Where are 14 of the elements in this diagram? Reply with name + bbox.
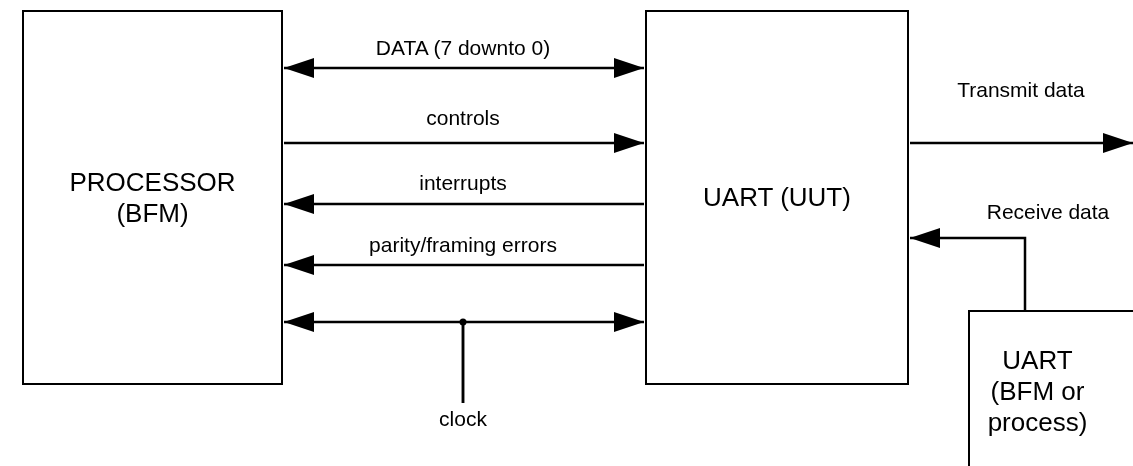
arrow [910, 228, 1027, 310]
arrow [461, 312, 644, 403]
block-title: UART (BFM or process) [986, 344, 1089, 438]
block-title: UART (UUT) [702, 182, 852, 213]
arrow [284, 58, 644, 78]
arrow [910, 133, 1133, 153]
arrow [284, 133, 644, 153]
block-box [968, 310, 1133, 466]
arrow [284, 255, 644, 275]
signal-label: clock [439, 405, 487, 432]
block-title: PROCESSOR (BFM) [68, 166, 237, 229]
arrow [284, 194, 644, 214]
block-box [22, 10, 283, 385]
block-box [645, 10, 909, 385]
